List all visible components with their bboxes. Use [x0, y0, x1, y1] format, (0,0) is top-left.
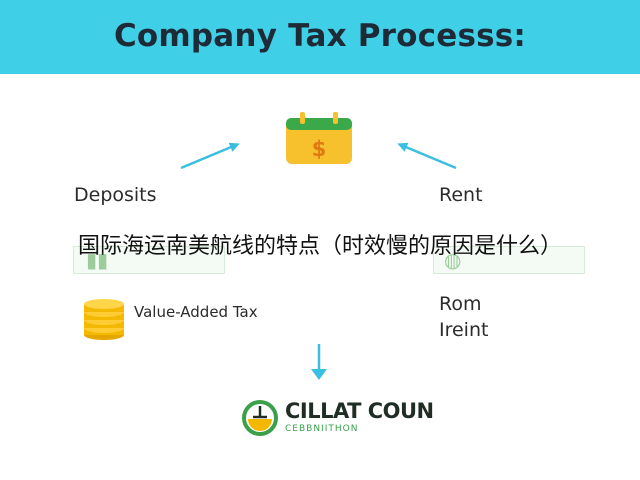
- logo-subtitle: CEBBNIITHON: [285, 424, 359, 434]
- faded-bars-icon: ▮▮: [86, 248, 109, 272]
- node-rom: Rom Ireint: [439, 291, 488, 343]
- faded-dollar-icon: ◍: [444, 248, 462, 272]
- arrow-down-to-logo: [311, 344, 327, 380]
- logo-emblem-icon: [242, 400, 278, 436]
- faded-card-left: ▮▮: [73, 246, 225, 274]
- faded-card-right: ◍: [433, 246, 585, 274]
- overlay-caption: 国际海运南美航线的特点（时效慢的原因是什么）: [77, 234, 562, 259]
- coin-stack-icon: [84, 299, 124, 340]
- node-deposits: Deposits: [74, 184, 157, 206]
- calendar-symbol: $: [312, 137, 327, 161]
- node-rom-line2: Ireint: [439, 319, 489, 341]
- arrow-deposits-to-calendar: [180, 142, 240, 170]
- page-title: Company Tax Processs:: [113, 18, 527, 54]
- node-rent: Rent: [439, 184, 483, 206]
- logo-name: CILLAT COUN: [285, 399, 434, 423]
- node-rom-line1: Rom: [439, 293, 482, 315]
- node-value-added-tax: Value-Added Tax: [134, 303, 258, 321]
- calendar-dollar-icon: $: [286, 112, 352, 164]
- arrow-rent-to-calendar: [397, 142, 457, 170]
- header-banner: [0, 0, 640, 74]
